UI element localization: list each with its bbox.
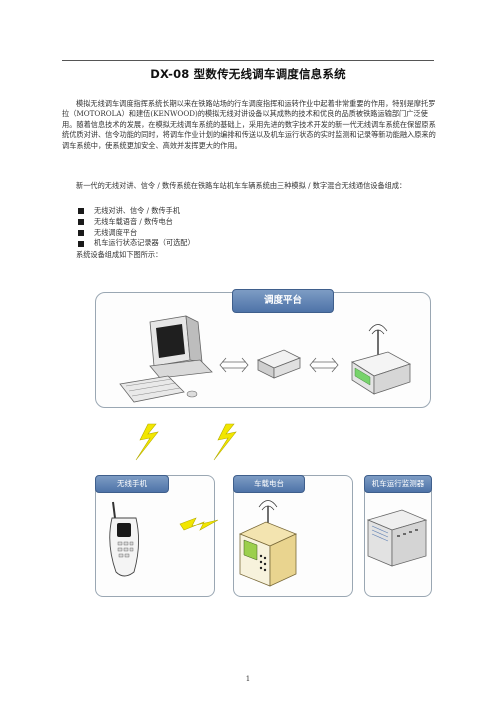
dispatch-platform-label: 调度平台 [232,289,334,313]
list-item: 无线调度平台 [78,228,195,239]
lightning-icon [179,517,219,531]
list-item: 无线车载语音 / 数传电台 [78,217,195,228]
intro-paragraph: 模拟无线调车调度指挥系统长期以来在铁路站场的行车调度指挥和运转作业中起着非常重要… [62,99,436,150]
computer-icon [119,315,213,403]
title-rule [62,60,434,61]
bullet-square-icon [78,240,84,247]
double-arrow-icon [309,357,339,373]
page-number: 1 [245,675,251,683]
bullet-square-icon [78,219,84,226]
bullet-square-icon [78,208,84,215]
vehicle-radio-label: 车载电台 [233,475,305,493]
monitor-device-icon [366,509,428,567]
base-station-radio-icon [351,324,411,395]
monitor-label: 机车运行监测器 [364,475,432,493]
equipment-list: 无线对讲、信令 / 数传手机 无线车载语音 / 数传电台 无线调度平台 机车运行… [78,206,195,249]
double-arrow-icon [219,357,249,373]
list-item: 无线对讲、信令 / 数传手机 [78,206,195,217]
vehicle-radio-icon [238,500,298,587]
bullet-square-icon [78,229,84,236]
diagram-caption: 系统设备组成如下图所示： [76,250,163,259]
document-title: DX-08 型数传无线调车调度信息系统 [150,67,346,81]
modem-icon [257,349,301,379]
lightning-icon [135,423,159,461]
composition-paragraph: 新一代的无线对讲、信令 / 数传系统在铁路车站机车车辆系统由三种模拟 / 数字混… [76,181,407,190]
list-item: 机车运行状态记录器（可选配） [78,238,195,249]
handset-label: 无线手机 [95,475,169,493]
lightning-icon [213,423,237,461]
handset-icon [109,501,139,577]
